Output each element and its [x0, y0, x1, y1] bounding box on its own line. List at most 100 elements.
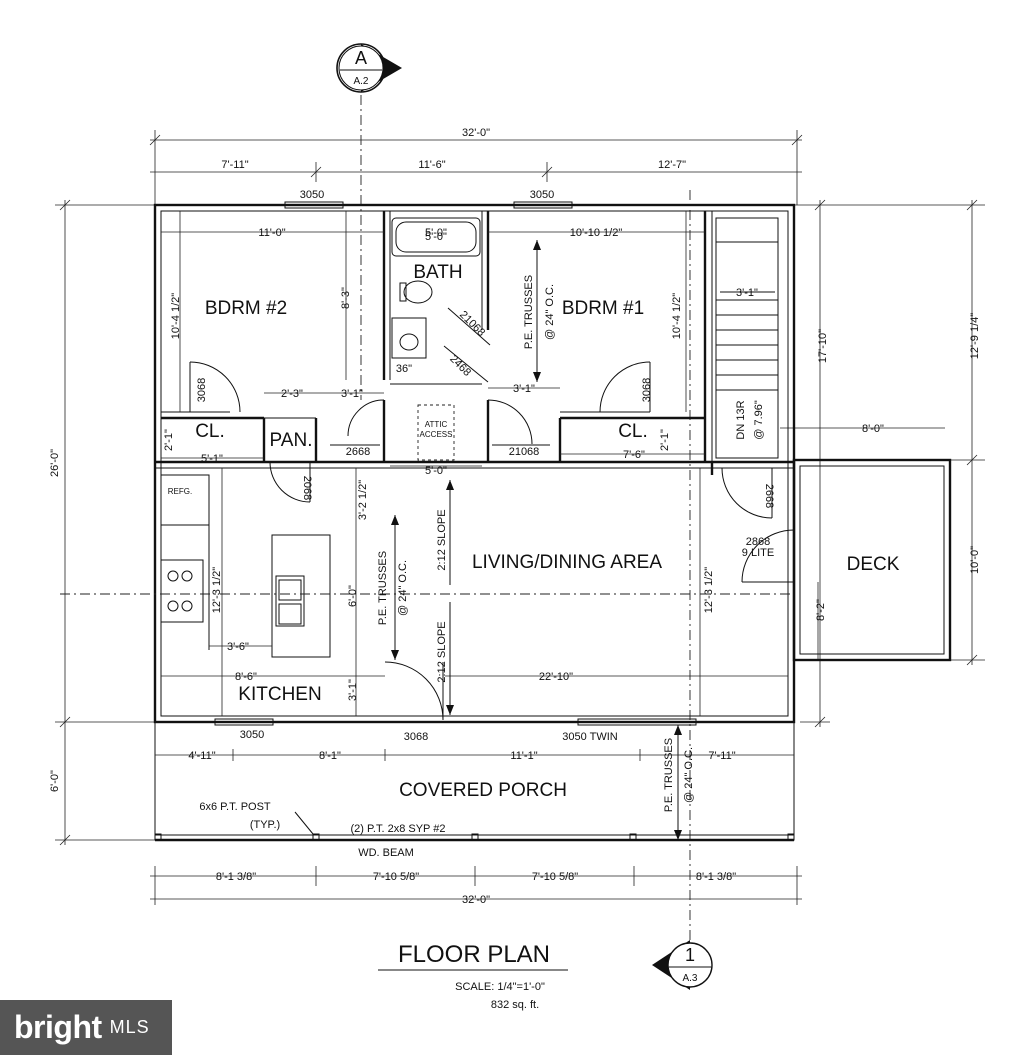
refrigerator-label: REFG. [168, 487, 192, 496]
dim-kit-h: 12'-3 1/2" [211, 567, 223, 613]
dim-bdrm1-h: 10'-4 1/2" [671, 293, 683, 339]
stair-riser: @ 7.96" [753, 400, 765, 440]
dim-island-w: 3'-6" [227, 641, 249, 653]
plan-scale: SCALE: 1/4"=1'-0" [455, 981, 545, 993]
truss-3b: @ 24" O.C. [683, 747, 695, 803]
dim-deck-door: 8'-2" [815, 599, 827, 621]
door-deck-tag: 2868 [746, 536, 770, 548]
door-2668-tag: 2668 [346, 446, 370, 458]
dim-kit-gap: 3'-1" [347, 679, 359, 701]
section-1-number: 1 [685, 945, 695, 965]
dim-porch-2: 8'-1" [319, 750, 341, 762]
section-marker-a: A A.2 [336, 43, 402, 400]
interior-walls [161, 211, 714, 475]
door-cl-left-tag: 3068 [196, 378, 208, 402]
dim-right-deck: 10'-0" [969, 546, 981, 574]
door-hall-tag: 2468 [447, 353, 473, 379]
post-note-typ: (TYP.) [250, 819, 280, 831]
dim-island-gap: 3'-2 1/2" [357, 480, 369, 520]
beam-note-2: WD. BEAM [358, 847, 414, 859]
right-dimensions: 17'-10" 12'-9 1/4" 10'-0" 8'-0" [780, 199, 985, 728]
truss-3: P.E. TRUSSES [663, 738, 675, 812]
dim-top-1: 7'-11" [221, 159, 248, 171]
left-dimensions: 26'-0" 6'-0" [49, 199, 160, 846]
dim-deck-w: 8'-0" [862, 423, 884, 435]
dim-cl-l-w: 2'-3" [281, 388, 303, 400]
dim-kit-w: 8'-6" [235, 671, 257, 683]
dim-hall-5: 5'-0" [425, 465, 447, 477]
section-1-sheet: A.3 [682, 973, 697, 984]
plan-area: 832 sq. ft. [491, 999, 539, 1011]
win-living-tag: 3050 TWIN [562, 731, 617, 743]
dim-bdrm2-h: 10'-4 1/2" [170, 293, 182, 339]
title-block: FLOOR PLAN SCALE: 1/4"=1'-0" 832 sq. ft. [378, 941, 568, 1011]
room-labels: BDRM #2 BDRM #1 BATH LIVING/DINING AREA … [195, 262, 900, 801]
dim-bot-total: 32'-0" [462, 894, 490, 906]
section-a-sheet: A.2 [353, 76, 368, 87]
stair-label: DN 13R [735, 400, 747, 439]
brand-name: bright [14, 1009, 102, 1045]
kitchen-island [271, 534, 331, 658]
dim-top-total: 32'-0" [462, 127, 490, 139]
room-deck: DECK [847, 554, 900, 575]
covered-porch: 4'-11" 8'-1" 11'-1" 7'-11" 6x6 P.T. POST… [154, 722, 795, 859]
dim-bot-1: 8'-1 3/8" [216, 871, 256, 883]
dim-left-porch: 6'-0" [49, 770, 61, 792]
truss-1b: @ 24" O.C. [544, 284, 556, 340]
section-marker-1: 1 A.3 [652, 190, 713, 990]
bath-fixtures: 5'-0" 36" [391, 217, 481, 375]
room-cl-right: CL. [618, 421, 648, 442]
win-bdrm1-tag: 3050 [530, 189, 554, 201]
dim-cl-right-w: 7'-6" [623, 449, 645, 461]
door-bath-tag: 21068 [457, 309, 487, 339]
dim-liv-h: 12'-3 1/2" [703, 567, 715, 613]
top-dimensions: 32'-0" 7'-11" 11'-6" 12'-7" [149, 127, 803, 205]
truss-1: P.E. TRUSSES [523, 275, 535, 349]
dim-porch-3: 11'-1" [510, 750, 537, 762]
room-pantry: PAN. [270, 430, 313, 451]
room-bath: BATH [413, 262, 462, 283]
vanity [391, 317, 427, 359]
bathtub [391, 217, 481, 257]
dim-island-h: 6'-0" [347, 585, 359, 607]
beam-note: (2) P.T. 2x8 SYP #2 [351, 823, 446, 835]
room-living: LIVING/DINING AREA [472, 552, 662, 573]
attic-access: ATTIC ACCESS [417, 404, 455, 461]
dim-porch-1: 4'-11" [188, 750, 215, 762]
tub-dim: 5'-0" [425, 231, 447, 243]
exterior-walls [153, 203, 796, 724]
dim-top-2: 11'-6" [418, 159, 445, 171]
dim-hall-h: 8'-3" [340, 287, 352, 309]
dim-bot-2: 7'-10 5/8" [373, 871, 419, 883]
dim-bdrm1-w: 10'-10 1/2" [570, 227, 623, 239]
win-bdrm2-tag: 3050 [300, 189, 324, 201]
post-note: 6x6 P.T. POST [199, 801, 271, 813]
brand-suffix: MLS [109, 1017, 150, 1037]
kitchen-fixtures: REFG. [160, 474, 331, 658]
brand-watermark: bright MLS [0, 1000, 172, 1055]
section-a-letter: A [355, 48, 367, 68]
dim-hall-w-l: 3'-1" [341, 388, 363, 400]
dim-right-far: 12'-9 1/4" [969, 313, 981, 359]
attic-label-1: ATTIC [425, 420, 448, 429]
doors-windows: 3050 3050 3050 3050 TWIN 3068 3068 2668 … [189, 189, 795, 743]
dim-liv-w: 22'-10" [539, 671, 573, 683]
dim-cl-left-d: 2'-1" [163, 429, 175, 451]
dim-bot-3: 7'-10 5/8" [532, 871, 578, 883]
dim-cl-right-d: 2'-1" [659, 429, 671, 451]
door-stair-tag: 2668 [763, 484, 775, 508]
toilet [403, 280, 433, 304]
door-deck-lite: 9 LITE [742, 547, 774, 559]
dim-hall-w-r: 3'-1" [513, 383, 535, 395]
dim-left-total: 26'-0" [49, 449, 61, 477]
interior-dimensions: 11'-0" 5'-0" 10'-10 1/2" 10'-4 1/2" 10'-… [60, 211, 827, 716]
plan-title: FLOOR PLAN [398, 941, 550, 968]
dim-bot-4: 8'-1 3/8" [696, 871, 736, 883]
bottom-dimensions: 8'-1 3/8" 7'-10 5/8" 7'-10 5/8" 8'-1 3/8… [150, 866, 802, 906]
room-bdrm2: BDRM #2 [205, 298, 287, 319]
door-front-tag: 3068 [404, 731, 428, 743]
dim-bath-w: 5'-0" [425, 227, 447, 239]
door-cl-right-tag: 3068 [641, 378, 653, 402]
attic-label-2: ACCESS [420, 430, 453, 439]
vanity-dim: 36" [396, 363, 412, 375]
